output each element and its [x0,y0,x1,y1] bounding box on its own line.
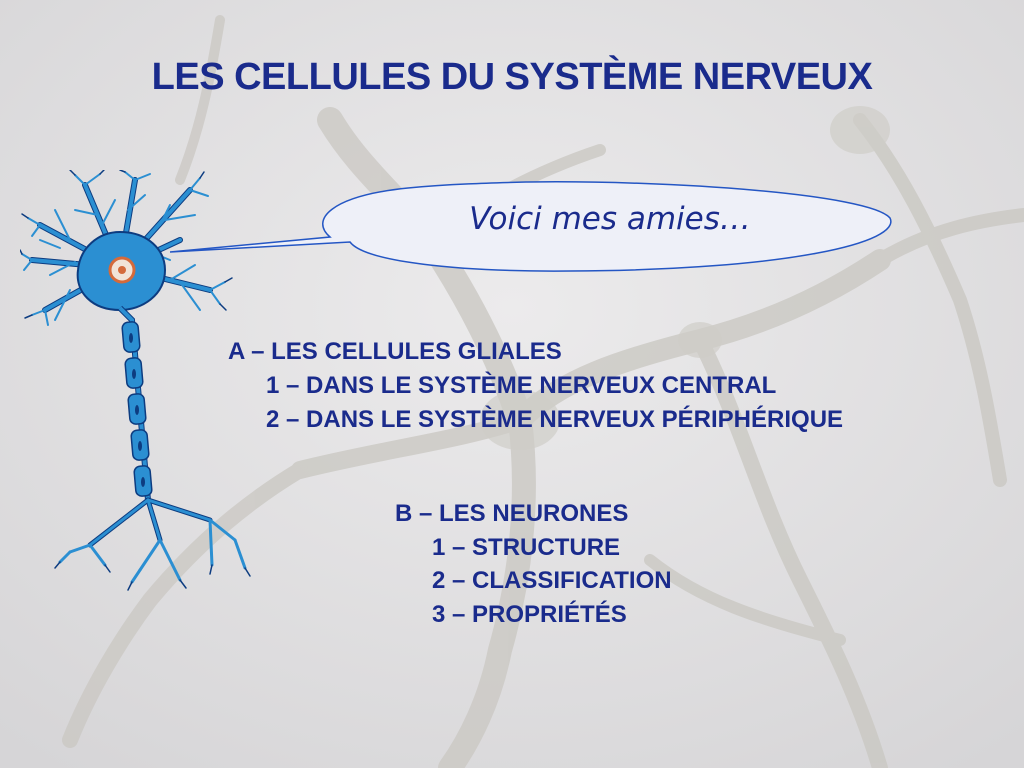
section-a-heading: A – LES CELLULES GLIALES [228,338,562,365]
slide-title: LES CELLULES DU SYSTÈME NERVEUX [151,56,873,98]
section-a-item: 2 – DANS LE SYSTÈME NERVEUX PÉRIPHÉRIQUE [266,406,844,433]
section-b-item: 1 – STRUCTURE [432,534,621,561]
section-b-heading: B – LES NEURONES [395,500,629,527]
section-a-item: 1 – DANS LE SYSTÈME NERVEUX CENTRAL [266,372,777,399]
speech-bubble [170,181,892,272]
section-b-item: 2 – CLASSIFICATION [432,567,672,594]
section-b-item: 3 – PROPRIÉTÉS [432,601,627,628]
bubble-text: Voici mes amies… [469,201,751,237]
neuron-illustration [20,170,251,591]
